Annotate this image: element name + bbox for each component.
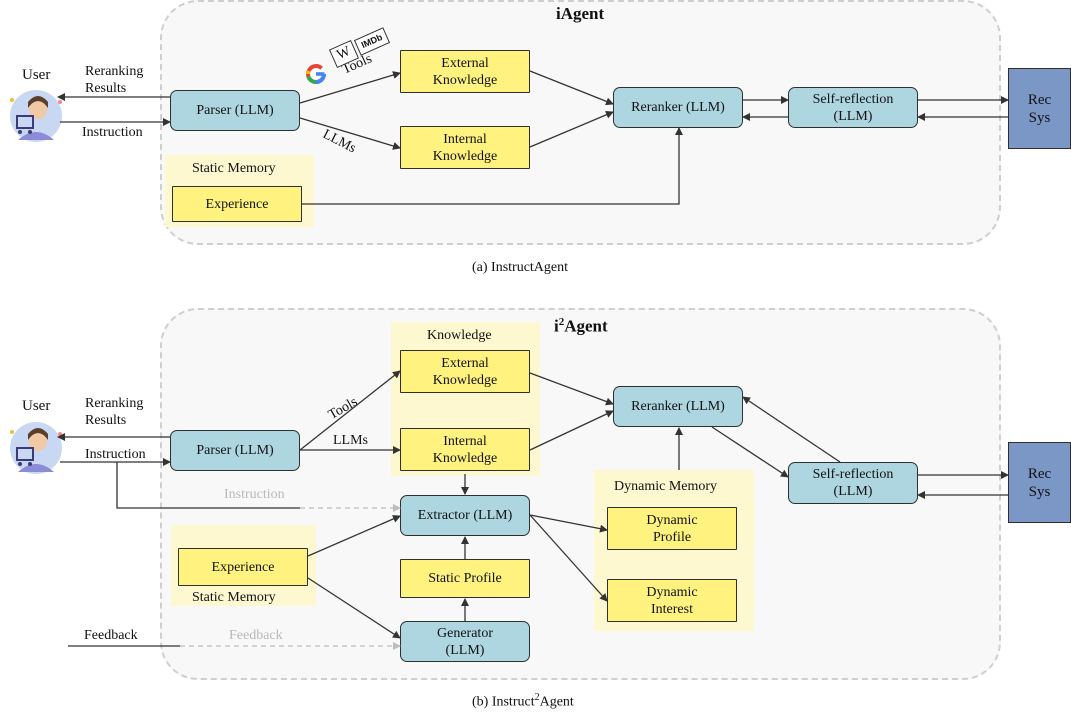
- dynamic-profile-box: Dynamic Profile: [607, 507, 737, 550]
- static-profile-box: Static Profile: [400, 559, 530, 598]
- instruction-label-a: Instruction: [82, 125, 143, 140]
- instruction-label-b: Instruction: [85, 447, 146, 462]
- generator-box: Generator (LLM): [400, 621, 530, 662]
- arrow-external-to-reranker-b: [529, 372, 614, 406]
- knowledge-label: Knowledge: [427, 328, 492, 343]
- feedback-faded-label: Feedback: [229, 628, 283, 643]
- dynamic-interest-box: Dynamic Interest: [607, 579, 737, 622]
- line-instruction-down: [116, 462, 300, 509]
- arrow-parser-to-internal-a: [299, 117, 401, 150]
- self-reflection-box-b: Self-reflection (LLM): [788, 462, 918, 504]
- i2agent-title: i2Agent: [554, 316, 608, 336]
- arrow-parser-to-external-a: [299, 71, 401, 104]
- arrow-experience-to-generator: [307, 577, 401, 639]
- caption-b: (b) Instruct2Agent: [472, 692, 574, 710]
- parser-box-b: Parser (LLM): [170, 430, 300, 471]
- arrow-experience-to-extractor: [307, 515, 401, 557]
- arrow-extractor-to-dynprofile: [529, 514, 608, 533]
- reranker-box-a: Reranker (LLM): [613, 87, 743, 128]
- experience-box-a: Experience: [172, 186, 302, 222]
- reranker-box-b: Reranker (LLM): [613, 386, 743, 427]
- arrow-external-to-reranker-a: [529, 70, 614, 106]
- arrow-reflection-to-reranker-b: [742, 396, 841, 463]
- user-label-a: User: [22, 67, 51, 83]
- caption-a: (a) InstructAgent: [472, 260, 569, 275]
- rec-sys-box-a: Rec Sys: [1008, 68, 1071, 149]
- iagent-title: iAgent: [556, 4, 605, 23]
- feedback-label: Feedback: [84, 628, 138, 643]
- self-reflection-box-a: Self-reflection (LLM): [788, 87, 918, 128]
- arrow-experience-to-reranker-a: [302, 127, 683, 205]
- extractor-box: Extractor (LLM): [400, 495, 530, 536]
- reranking-results-label-b: Reranking Results: [85, 396, 144, 428]
- arrow-internal-to-reranker-a: [529, 111, 614, 148]
- static-memory-label-b: Static Memory: [192, 590, 276, 605]
- arrow-internal-to-reranker-b: [529, 410, 614, 451]
- reranking-results-label-a: Reranking Results: [85, 64, 144, 96]
- user-avatar-icon: [8, 420, 64, 476]
- experience-box-b: Experience: [178, 548, 308, 586]
- instruction-faded-label: Instruction: [224, 487, 285, 502]
- dynamic-memory-label: Dynamic Memory: [614, 479, 718, 494]
- internal-knowledge-box-b: Internal Knowledge: [400, 428, 530, 471]
- internal-knowledge-box-a: Internal Knowledge: [400, 126, 530, 169]
- google-logo-icon: [304, 62, 328, 86]
- static-memory-label-a: Static Memory: [192, 161, 276, 176]
- arrow-parser-to-external-b: [299, 370, 401, 451]
- parser-box-a: Parser (LLM): [170, 90, 300, 131]
- arrow-extractor-to-dyninterest: [529, 514, 608, 602]
- arrow-reranker-to-reflection-b: [711, 426, 789, 478]
- llms-label-b: LLMs: [333, 433, 368, 448]
- external-knowledge-box-b: External Knowledge: [400, 350, 530, 393]
- user-label-b: User: [22, 398, 51, 414]
- external-knowledge-box-a: External Knowledge: [400, 50, 530, 93]
- user-avatar-icon: [8, 88, 64, 144]
- rec-sys-box-b: Rec Sys: [1008, 442, 1071, 523]
